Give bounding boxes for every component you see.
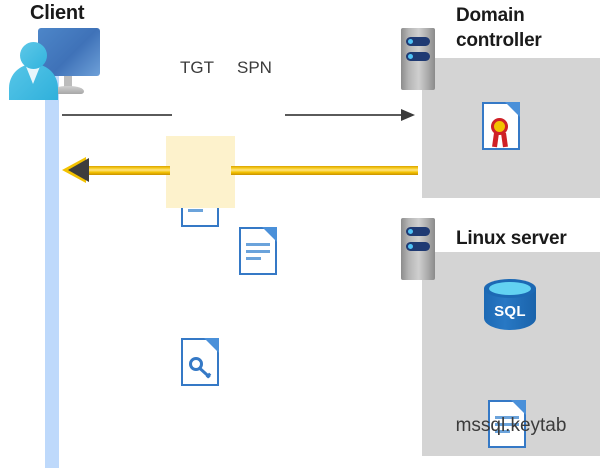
linux-server-server-rack-icon [401, 218, 435, 280]
domain-controller-title: Domain controller [456, 3, 596, 53]
sql-database-label: SQL [494, 303, 526, 320]
document-line [188, 209, 203, 212]
rack-led-icon [406, 37, 430, 46]
response-highlight-box [166, 136, 235, 208]
key-document-icon [181, 338, 219, 386]
document-fold-corner [511, 400, 526, 415]
document-line [495, 430, 510, 433]
document-fold-corner [262, 227, 277, 242]
rack-led-icon [406, 242, 430, 251]
spn-label: SPN [237, 58, 272, 77]
person-collar-icon [25, 64, 41, 84]
keytab-filename-label: mssql.keytab [455, 415, 567, 436]
database-cylinder-top [484, 279, 536, 298]
sql-database-icon: SQL [484, 279, 536, 337]
document-fold-corner [204, 338, 219, 353]
domain-controller-title-line1: Domain [456, 5, 525, 26]
certificate-seal [491, 118, 508, 135]
domain-controller-server-rack-icon [401, 28, 435, 90]
rack-led-icon [406, 227, 430, 236]
request-arrow-line-left [62, 114, 172, 116]
client-title: Client [30, 2, 85, 24]
rack-led-icon [406, 52, 430, 61]
document-line [246, 243, 270, 246]
document-fold-corner [505, 102, 520, 117]
linux-server-title: Linux server [456, 228, 567, 249]
keytab-document-icon [488, 400, 526, 448]
database-cylinder-top-inner [489, 282, 531, 295]
response-arrow-head [68, 158, 89, 182]
domain-controller-title-line2: controller [456, 30, 542, 51]
document-text-lines [495, 416, 519, 437]
tgt-label: TGT [180, 58, 214, 77]
response-arrow-line-right [231, 166, 418, 175]
key-ring [189, 357, 203, 371]
document-line [246, 257, 261, 260]
request-arrow-line-right [285, 114, 403, 116]
document-line [246, 250, 270, 253]
spn-document-icon [239, 227, 277, 275]
person-head-icon [20, 42, 47, 69]
document-line [495, 416, 519, 419]
monitor-neck-icon [64, 76, 72, 87]
response-arrow-line-left [84, 166, 170, 175]
client-lifeline [45, 60, 59, 468]
request-arrow-head [401, 109, 415, 121]
user-monitor-icon [8, 26, 104, 100]
document-line [495, 423, 519, 426]
monitor-base-icon [52, 86, 84, 94]
certificate-document-icon [482, 102, 520, 150]
document-text-lines [246, 243, 270, 264]
